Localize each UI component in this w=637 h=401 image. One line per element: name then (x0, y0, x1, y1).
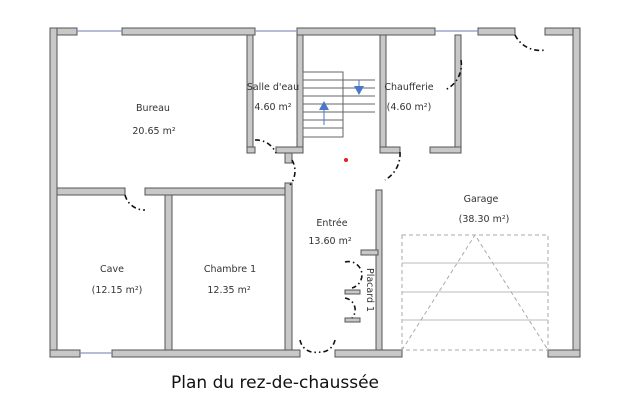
location-marker (344, 158, 348, 162)
room-area-entree: 13.60 m² (308, 236, 351, 247)
room-name-salle-deau: Salle d'eau (247, 82, 299, 93)
stair-up-arrow-icon (319, 101, 329, 110)
room-name-bureau: Bureau (136, 103, 170, 114)
walls (49, 27, 581, 358)
room-area-garage: (38.30 m²) (459, 214, 510, 225)
room-name-placard-1: Placard 1 (364, 268, 375, 312)
room-name-garage: Garage (464, 194, 499, 205)
room-area-cave: (12.15 m²) (92, 285, 143, 296)
room-name-chaufferie: Chaufferie (384, 82, 433, 93)
plan-title: Plan du rez-de-chaussée (171, 373, 379, 393)
room-area-salle-deau: 4.60 m² (254, 102, 291, 113)
room-area-chambre-1: 12.35 m² (207, 285, 250, 296)
stairs (302, 71, 375, 138)
room-name-entree: Entrée (316, 218, 347, 229)
room-name-chambre-1: Chambre 1 (204, 264, 256, 275)
doors (124, 34, 546, 354)
room-area-bureau: 20.65 m² (132, 126, 175, 137)
garage-door (401, 234, 549, 351)
stair-down-arrow-icon (354, 86, 364, 95)
room-name-cave: Cave (100, 264, 124, 275)
room-area-chaufferie: (4.60 m²) (387, 102, 432, 113)
windows (77, 30, 478, 354)
